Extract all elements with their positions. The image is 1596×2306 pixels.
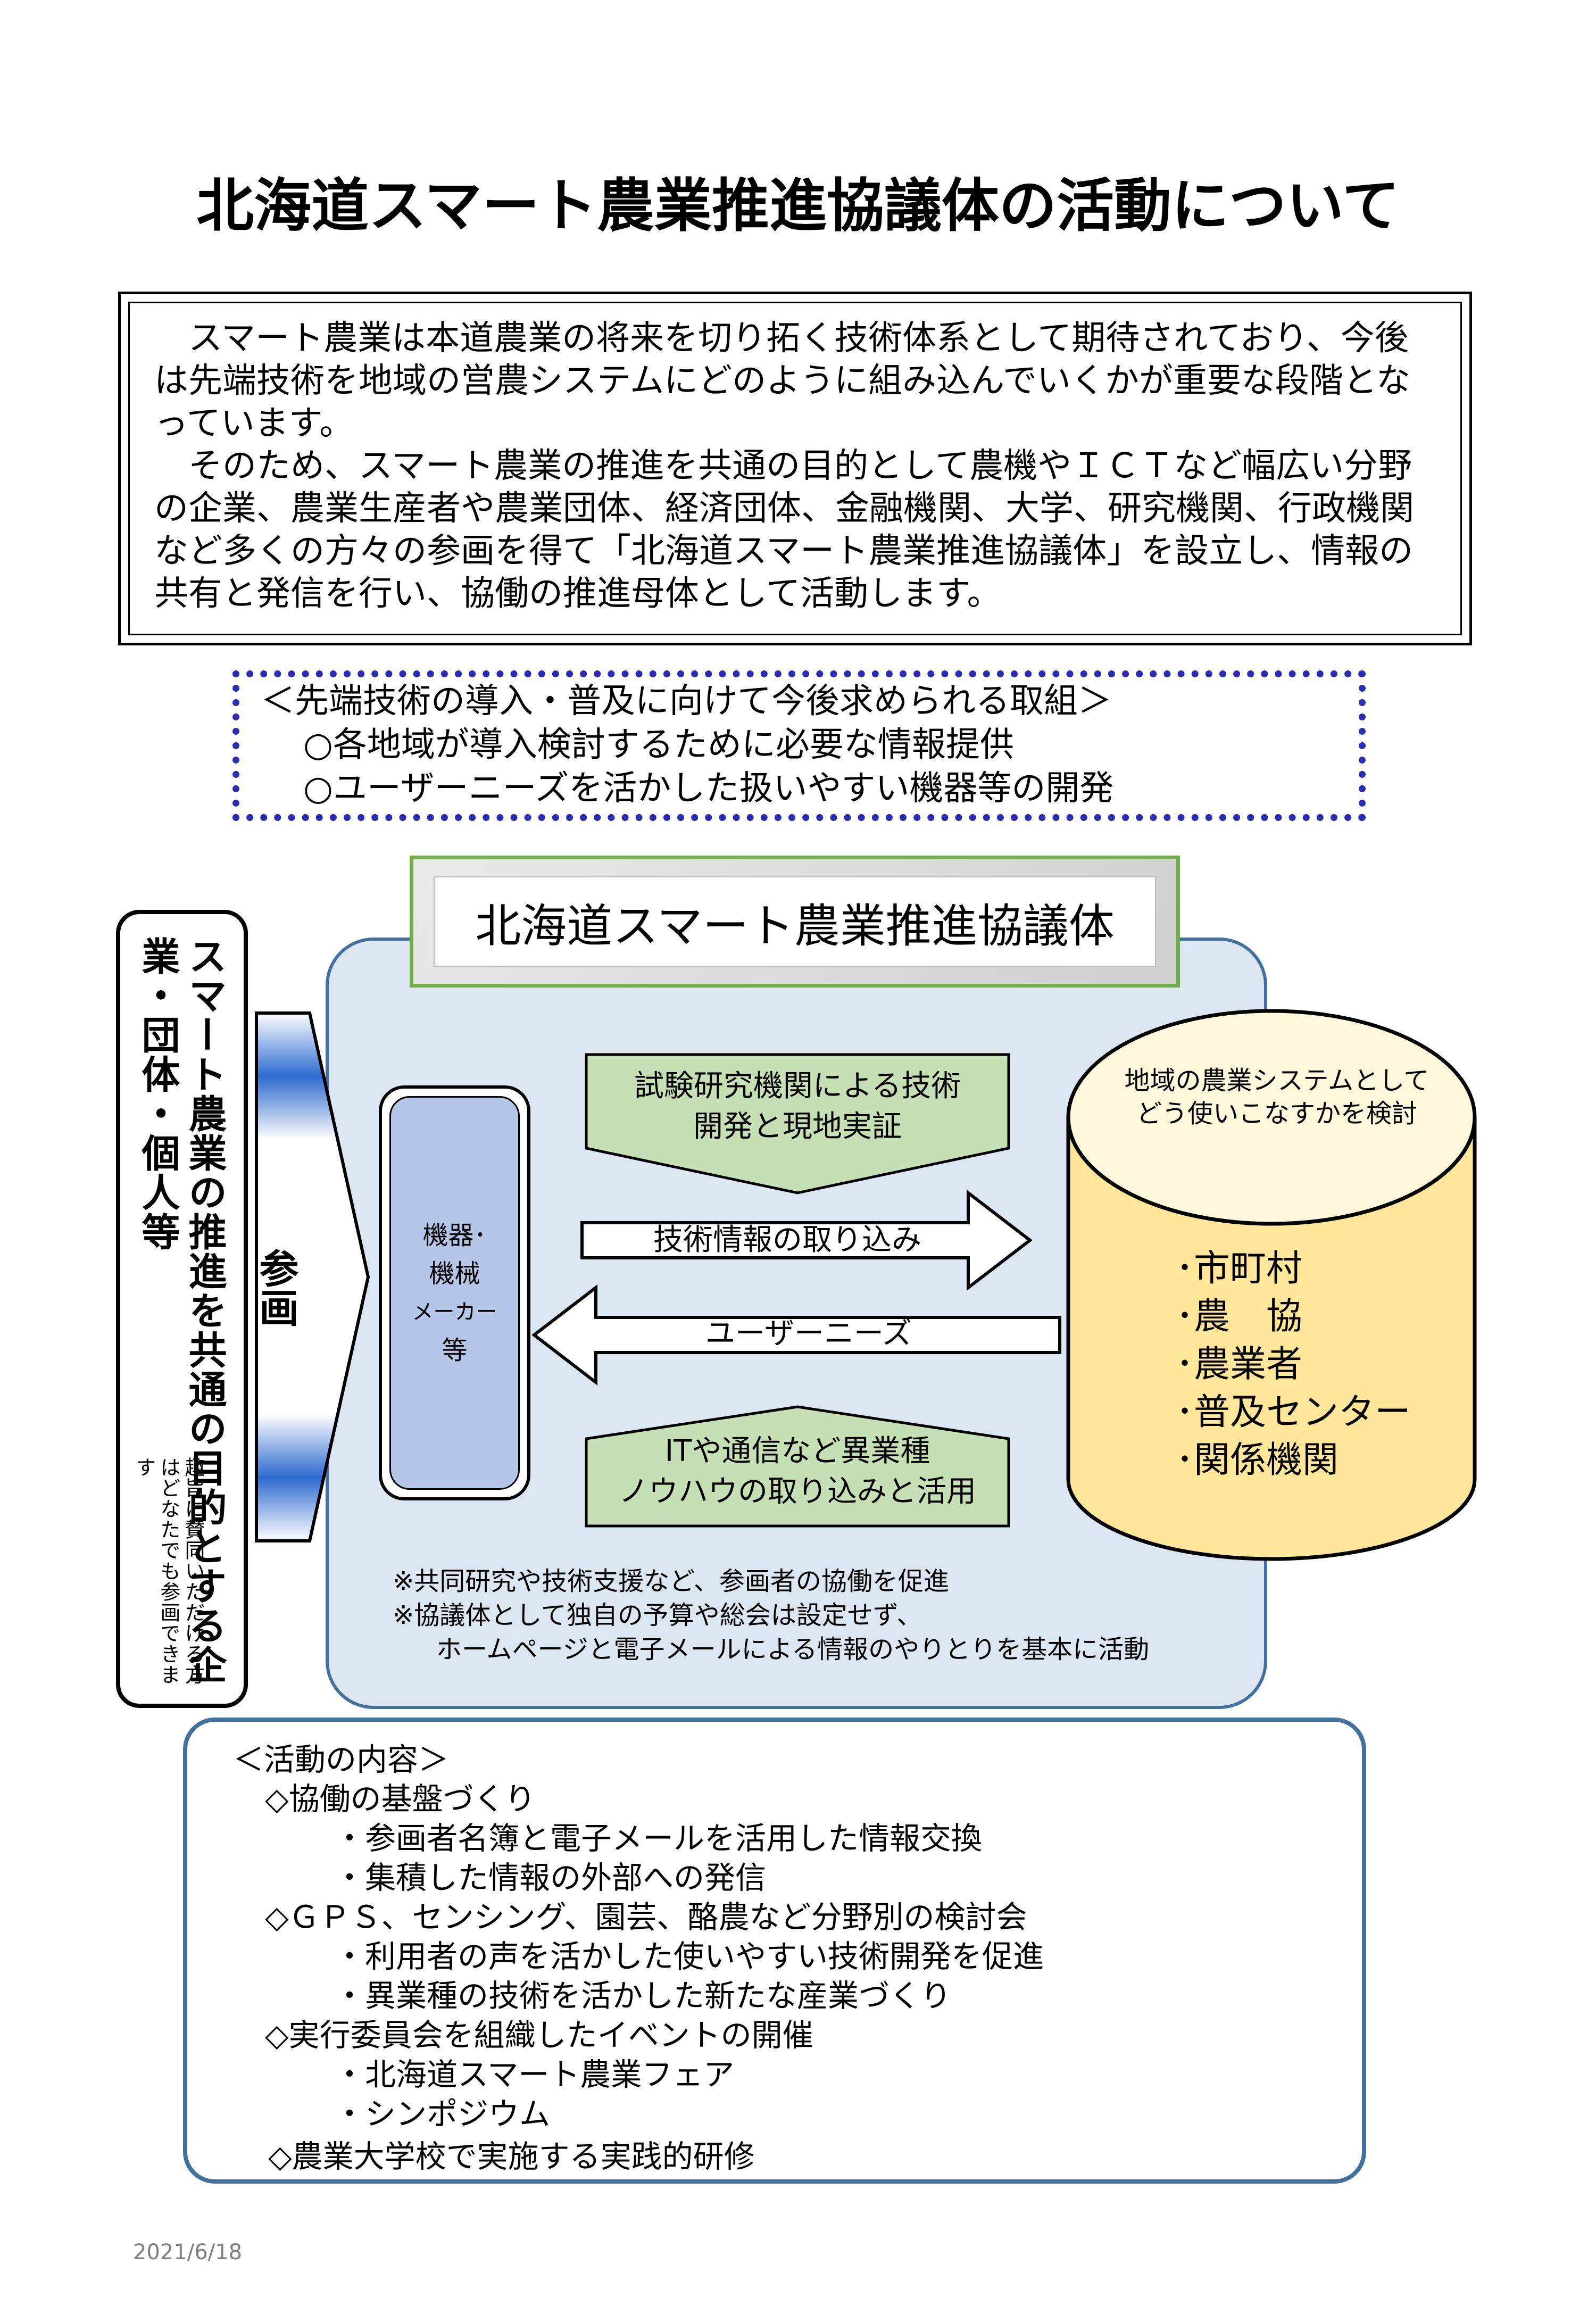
cylinder-caption-2: どう使いこなすかを検討: [1136, 1099, 1417, 1129]
maker-line-1: 機器･: [422, 1221, 487, 1250]
activities-box: ＜活動の内容＞ ◇協働の基盤づくり ・参画者名簿と電子メールを活用した情報交換 …: [183, 1718, 1366, 2184]
maker-line-2: 機械: [429, 1259, 480, 1289]
list-item: ･市町村: [1176, 1248, 1303, 1290]
region-cylinder: [1066, 1009, 1477, 1561]
tech-info-label: 技術情報の取り込み: [653, 1223, 921, 1257]
council-notes: ※共同研究や技術支援など、参画者の協働を促進 ※協議体として独自の予算や総会は設…: [393, 1564, 1254, 1666]
activity-item: ・異業種の技術を活かした新たな産業づくり: [334, 1978, 952, 2014]
activity-item: ・参画者名簿と電子メールを活用した情報交換: [334, 1820, 983, 1856]
page-title: 北海道スマート農業推進協議体の活動について: [196, 173, 1400, 239]
activity-category-3: ◇実行委員会を組織したイベントの開催: [265, 2017, 813, 2053]
cylinder-list: ･市町村 ･農 協 ･農業者 ･普及センター ･関係機関: [1176, 1245, 1442, 1484]
research-pentagon: [585, 1053, 1010, 1195]
list-item: ･農業者: [1176, 1343, 1303, 1386]
maker-inner: 機器･ 機械 メーカー 等: [389, 1096, 520, 1490]
it-pentagon: [585, 1405, 1010, 1528]
research-line-1: 試験研究機関による技術: [634, 1069, 961, 1104]
participants-heading: スマート農業の推進を共通の目的とする企業・団体・個人等: [135, 936, 227, 1685]
user-needs-label: ユーザーニーズ: [705, 1316, 912, 1351]
maker-line-4: 等: [442, 1336, 468, 1365]
research-text: 試験研究機関による技術 開発と現地実証: [584, 1066, 1011, 1147]
note-2: ※協議体として独自の予算や総会は設定せず、: [393, 1600, 922, 1630]
intro-paragraph-2: そのため、スマート農業の推進を共通の目的として農機やＩＣＴなど幅広い分野の企業、…: [154, 446, 1414, 613]
user-needs-arrow: [532, 1284, 1061, 1386]
needs-item-1: ○各地域が導入検討するために必要な情報提供: [303, 725, 1014, 765]
participation-label: 参画: [253, 1248, 298, 1327]
council-name: 北海道スマート農業推進協議体: [434, 876, 1156, 967]
list-item: ･農 協: [1176, 1296, 1303, 1338]
note-3: ホームページと電子メールによる情報のやりとりを基本に活動: [436, 1635, 1150, 1664]
list-item: ･普及センター: [1176, 1391, 1411, 1433]
tech-info-arrow: [580, 1190, 1032, 1291]
activity-category-1: ◇協働の基盤づくり: [265, 1781, 536, 1817]
note-1: ※共同研究や技術支援など、参画者の協働を促進: [393, 1566, 949, 1596]
participants-panel: スマート農業の推進を共通の目的とする企業・団体・個人等 趣旨に賛同いただける方は…: [116, 910, 248, 1708]
activity-category-2: ◇ＧＰＳ、センシング、園芸、酪農など分野別の検討会: [265, 1899, 1027, 1935]
list-item: ･関係機関: [1176, 1439, 1339, 1481]
council-banner: 北海道スマート農業推進協議体: [410, 856, 1180, 988]
needs-box: ＜先端技術の導入・普及に向けて今後求められる取組＞ ○各地域が導入検討するために…: [232, 670, 1366, 821]
activity-item: ・利用者の声を活かした使いやすい技術開発を促進: [334, 1938, 1044, 1975]
activity-item: ・集積した情報の外部への発信: [334, 1860, 767, 1896]
it-line-2: ノウハウの取り込みと活用: [619, 1474, 976, 1509]
cylinder-caption: 地域の農業システムとして どう使いこなすかを検討: [1101, 1064, 1452, 1130]
maker-line-3: メーカー: [412, 1300, 497, 1324]
activity-item: ・北海道スマート農業フェア: [334, 2056, 735, 2093]
participation-arrow: [255, 1011, 370, 1542]
intro-paragraph-1: スマート農業は本道農業の将来を切り拓く技術体系として期待されており、今後は先端技…: [154, 319, 1410, 443]
participants-note: 趣旨に賛同いただける方はどなたでも参画できます: [132, 1457, 205, 1685]
activity-category-4: ◇農業大学校で実施する実践的研修: [268, 2138, 755, 2175]
research-line-2: 開発と現地実証: [693, 1109, 902, 1144]
maker-box: 機器･ 機械 メーカー 等: [379, 1085, 530, 1500]
activity-item: ・シンポジウム: [334, 2096, 551, 2132]
intro-box: スマート農業は本道農業の将来を切り拓く技術体系として期待されており、今後は先端技…: [118, 292, 1472, 645]
needs-heading: ＜先端技術の導入・普及に向けて今後求められる取組＞: [261, 682, 1112, 721]
activities-heading: ＜活動の内容＞: [233, 1741, 450, 1778]
document-date: 2021/6/18: [133, 2240, 243, 2264]
intro-inner: スマート農業は本道農業の将来を切り拓く技術体系として期待されており、今後は先端技…: [128, 302, 1462, 635]
it-text: ITや通信など異業種 ノウハウの取り込みと活用: [584, 1431, 1011, 1512]
it-line-1: ITや通信など異業種: [664, 1434, 930, 1469]
needs-item-2: ○ユーザーニーズを活かした扱いやすい機器等の開発: [303, 769, 1114, 808]
cylinder-caption-1: 地域の農業システムとして: [1124, 1066, 1429, 1096]
